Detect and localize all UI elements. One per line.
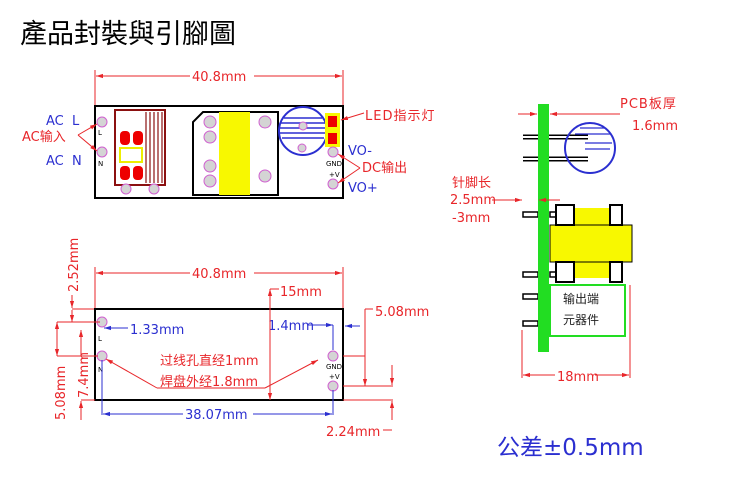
relay-component <box>114 109 166 186</box>
top-view: 40.8mm L N GND +V AC L AC输入 AC N VO- <box>22 68 435 199</box>
led-indicator-label: LED指示灯 <box>365 109 435 124</box>
pad-diameter-label: 焊盘外经1.8mm <box>160 374 258 390</box>
dc-output-label: DC输出 <box>362 160 407 176</box>
output-components-box <box>549 284 626 337</box>
height-15-label: 15mm <box>280 285 322 300</box>
top-margin-label: 2.52mm <box>67 238 82 292</box>
left-height-label: 7.4mm <box>77 352 92 398</box>
side-view: 输出端 元器件 PCB板厚 1.6mm 针脚长 2.5mm -3mm 18mm <box>450 97 678 385</box>
vo-plus-label: VO+ <box>348 181 378 196</box>
height-18-label: 18mm <box>557 370 599 385</box>
pin-length-value-2: -3mm <box>452 211 490 226</box>
pcb-thickness-value: 1.6mm <box>632 119 678 134</box>
tolerance-label: 公差±0.5mm <box>497 435 644 461</box>
pin-label-n: N <box>98 366 103 374</box>
pin-label-v: +V <box>329 171 340 179</box>
top-width-label: 40.8mm <box>192 70 246 85</box>
output-label-1: 输出端 <box>563 291 599 306</box>
pin-spacing-left-label: 5.08mm <box>54 366 69 420</box>
pin-length-title: 针脚长 <box>452 175 491 191</box>
ac-input-label: AC输入 <box>22 129 66 145</box>
pin-label-l: L <box>98 129 102 137</box>
pin-span-label: 38.07mm <box>185 408 248 423</box>
pin-length-value-1: 2.5mm <box>450 193 496 208</box>
pin-label-gnd: GND <box>326 160 342 168</box>
pcb-outline-bottom <box>94 308 344 401</box>
output-label-2: 元器件 <box>563 313 599 327</box>
bottom-margin-label: 2.24mm <box>326 425 380 440</box>
ac-l-label: AC L <box>46 114 80 129</box>
bottom-width-label: 40.8mm <box>192 267 246 282</box>
bottom-view: 40.8mm 2.52mm L N GND +V 1.33mm 1.4mm 15… <box>54 238 429 440</box>
page-title: 產品封裝與引腳圖 <box>20 19 236 50</box>
capacitor-side <box>564 122 616 174</box>
pin-offset-left-label: 1.33mm <box>130 323 184 338</box>
pin-spacing-right-label: 5.08mm <box>375 305 429 320</box>
hole-diameter-label: 过线孔直经1mm <box>160 354 259 369</box>
pin-offset-right-label: 1.4mm <box>268 319 314 334</box>
pin-label-l: L <box>98 335 102 343</box>
ac-n-label: AC N <box>46 154 82 169</box>
pcb-thickness-title: PCB板厚 <box>620 97 677 112</box>
pin-label-v: +V <box>329 373 340 381</box>
vo-minus-label: VO- <box>348 144 372 159</box>
pin-label-gnd: GND <box>326 363 342 371</box>
pin-label-n: N <box>98 160 103 168</box>
pcb-board-side <box>538 104 549 352</box>
